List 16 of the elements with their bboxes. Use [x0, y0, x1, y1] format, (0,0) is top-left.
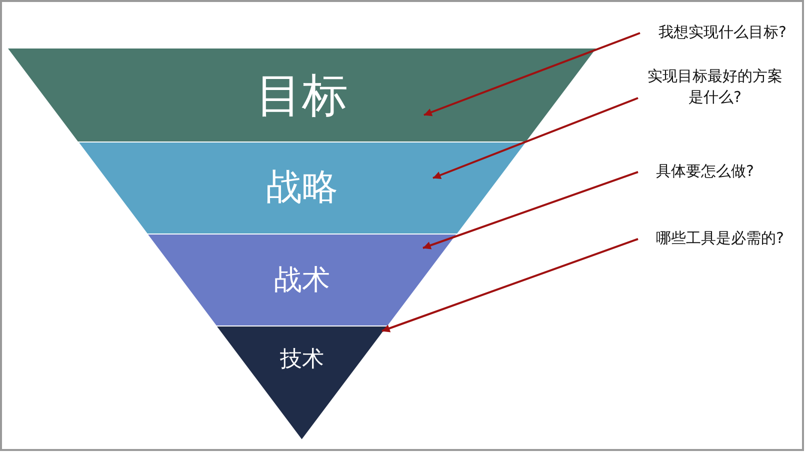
question-text: 具体要怎么做? — [640, 161, 770, 182]
funnel-band — [7, 48, 597, 142]
funnel-band — [78, 142, 526, 234]
level-label: 战略 — [264, 167, 339, 209]
arrow — [424, 32, 640, 116]
funnel-band — [146, 234, 458, 326]
question-text: 我想实现什么目标? — [640, 22, 805, 43]
question-text: 哪些工具是必需的? — [640, 228, 800, 249]
level-label: 目标 — [255, 69, 349, 121]
question-text: 实现目标最好的方案是什么? — [645, 66, 785, 108]
funnel-tip — [216, 326, 388, 440]
level-label: 战术 — [272, 263, 331, 297]
level-label: 技术 — [278, 346, 325, 374]
arrow — [422, 171, 638, 250]
arrow — [432, 97, 638, 180]
arrow — [382, 238, 638, 332]
